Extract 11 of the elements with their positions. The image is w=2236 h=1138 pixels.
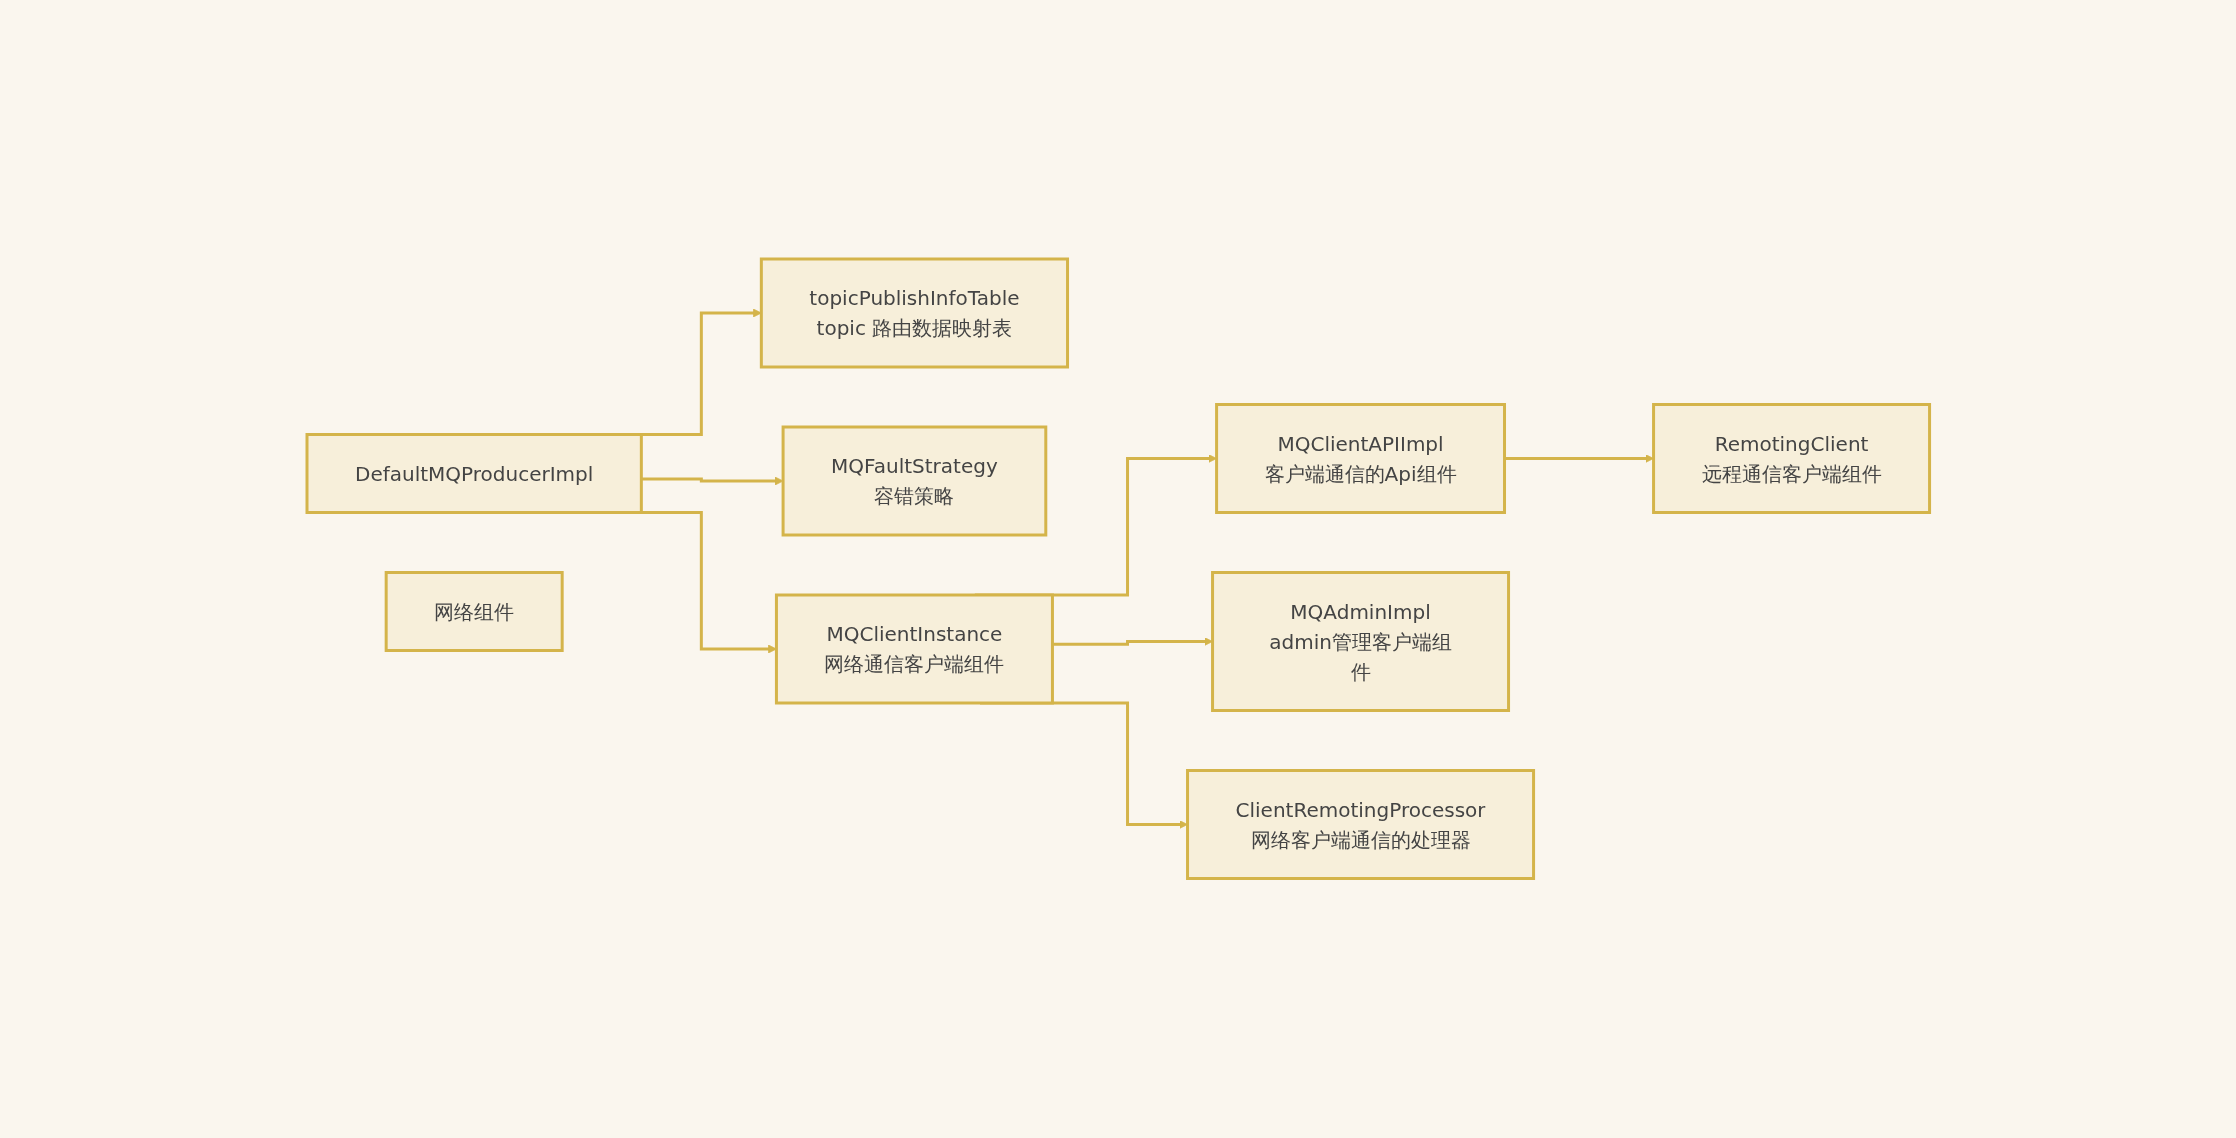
node-box: MQAdminImpl admin管理客户端组件 — [1210, 571, 1510, 713]
node-box: MQClientInstance 网络通信客户端组件 — [774, 593, 1054, 705]
node-box: RemotingClient 远程通信客户端组件 — [1651, 403, 1931, 515]
arrow — [1504, 454, 1654, 464]
node-box: ClientRemotingProcessor 网络客户端通信的处理器 — [1185, 769, 1535, 881]
node-box: topicPublishInfoTable topic 路由数据映射表 — [759, 257, 1069, 369]
node-box: 网络组件 — [384, 571, 564, 653]
arrow — [1052, 637, 1213, 647]
node-box: DefaultMQProducerImpl — [305, 433, 643, 515]
node-box: MQClientAPIImpl 客户端通信的Api组件 — [1214, 403, 1506, 515]
node-box: MQFaultStrategy 容错策略 — [781, 425, 1047, 537]
